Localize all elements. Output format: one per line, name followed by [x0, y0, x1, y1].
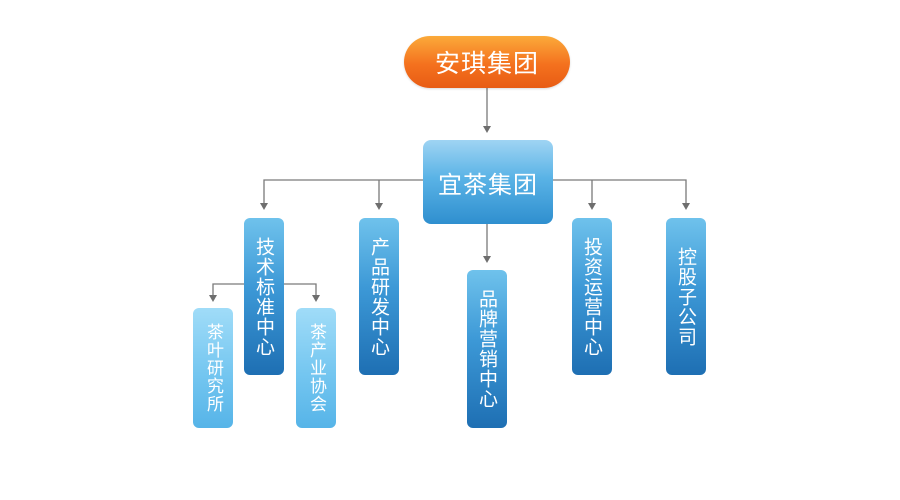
center-node-investment-ops: 投资运营中心 — [572, 218, 612, 375]
sub-node-tea-industry-association: 茶产业协会 — [296, 308, 336, 428]
group-node-yicha-group: 宜茶集团 — [423, 140, 553, 224]
center-node-label: 产品研发中心 — [368, 236, 390, 357]
connector-tech-research — [212, 283, 244, 297]
arrow-tech — [260, 203, 268, 210]
connector-group-subsidiary — [553, 179, 687, 205]
sub-node-tea-research-institute: 茶叶研究所 — [193, 308, 233, 428]
center-node-holding-subsidiary: 控股子公司 — [666, 218, 706, 375]
center-node-product-rd: 产品研发中心 — [359, 218, 399, 375]
center-node-label: 技术标准中心 — [253, 236, 275, 357]
connector-group-tech — [263, 179, 423, 205]
arrow-invest — [588, 203, 596, 210]
center-node-label: 控股子公司 — [675, 246, 697, 347]
sub-node-label: 茶产业协会 — [306, 323, 326, 413]
group-node-label: 宜茶集团 — [438, 170, 538, 199]
arrow-subsidiary — [682, 203, 690, 210]
center-node-tech-standards: 技术标准中心 — [244, 218, 284, 375]
arrow-research — [209, 295, 217, 302]
root-node-label: 安琪集团 — [434, 49, 539, 78]
center-node-label: 投资运营中心 — [581, 236, 603, 357]
center-node-label: 品牌营销中心 — [476, 289, 498, 409]
arrow-brand — [483, 256, 491, 263]
arrow-group — [483, 126, 491, 133]
connector-tech-association — [284, 283, 317, 297]
root-node-anqi-group: 安琪集团 — [404, 36, 570, 88]
arrow-rd — [375, 203, 383, 210]
sub-node-label: 茶叶研究所 — [203, 323, 223, 413]
center-node-brand-marketing: 品牌营销中心 — [467, 270, 507, 428]
arrow-association — [312, 295, 320, 302]
